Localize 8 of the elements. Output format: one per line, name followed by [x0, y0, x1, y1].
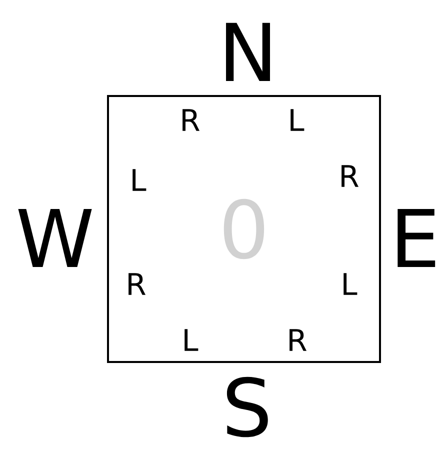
letter: L: [290, 109, 304, 131]
letter: L: [344, 273, 358, 295]
letter: L: [132, 169, 146, 191]
letter: R: [128, 273, 146, 295]
letter: R: [342, 165, 359, 187]
letter: R: [182, 109, 200, 131]
letter: R: [290, 329, 307, 351]
letter: L: [184, 329, 198, 351]
